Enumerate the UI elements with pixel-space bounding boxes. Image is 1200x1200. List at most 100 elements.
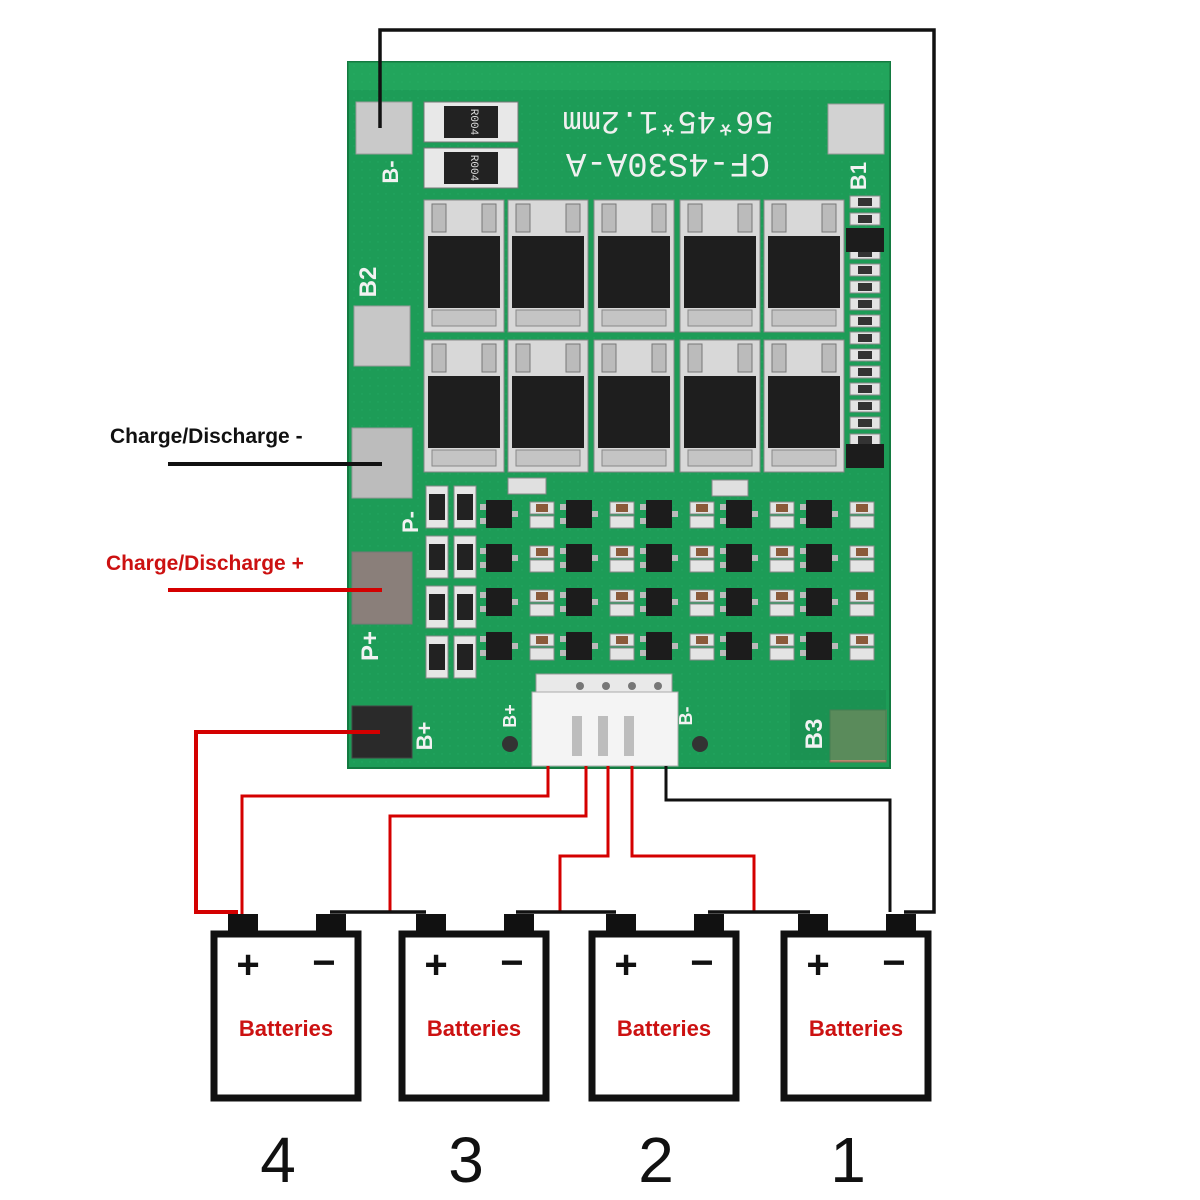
side-resistor bbox=[849, 433, 881, 447]
wire-b-minus bbox=[378, 28, 936, 914]
side-resistor bbox=[849, 399, 881, 413]
label-b1: B1 bbox=[846, 162, 871, 190]
resistor-151 bbox=[453, 635, 477, 679]
mosfet-4 bbox=[679, 199, 761, 333]
shunt-resistor-2: R004 bbox=[423, 147, 519, 189]
label-b2: B2 bbox=[355, 267, 382, 298]
pad-b1 bbox=[827, 103, 885, 155]
control-cell bbox=[640, 632, 715, 661]
battery-minus-sign: − bbox=[500, 941, 523, 985]
label-b3: B3 bbox=[801, 719, 828, 750]
battery-body bbox=[588, 930, 740, 1102]
mosfet-8 bbox=[593, 339, 675, 473]
battery-body bbox=[398, 930, 550, 1102]
battery-label: Batteries bbox=[809, 1016, 903, 1041]
resistor-151 bbox=[425, 635, 449, 679]
balance-connector bbox=[531, 673, 679, 767]
mosfet-10 bbox=[763, 339, 845, 473]
balance-wire-4 bbox=[630, 766, 756, 912]
resistor-151 bbox=[425, 535, 449, 579]
side-components bbox=[846, 195, 884, 468]
battery-label: Batteries bbox=[239, 1016, 333, 1041]
side-resistor bbox=[849, 195, 881, 209]
resistor-151 bbox=[425, 485, 449, 529]
svg-text:R004: R004 bbox=[467, 109, 479, 136]
side-resistor bbox=[849, 212, 881, 226]
svg-text:R004: R004 bbox=[467, 155, 479, 182]
wires bbox=[168, 28, 936, 914]
wire-b-plus bbox=[194, 730, 380, 914]
side-resistor bbox=[849, 348, 881, 362]
mosfet-6 bbox=[423, 339, 505, 473]
side-resistor bbox=[849, 314, 881, 328]
resistor-151 bbox=[453, 585, 477, 629]
battery-body bbox=[780, 930, 932, 1102]
battery-body bbox=[210, 930, 362, 1102]
control-cell bbox=[720, 500, 795, 529]
resistor-151 bbox=[453, 535, 477, 579]
pad-b2 bbox=[353, 305, 411, 367]
mosfet-5 bbox=[763, 199, 845, 333]
top-small-ic-2 bbox=[711, 479, 749, 497]
label-charge-discharge-minus: Charge/Discharge - bbox=[110, 425, 303, 448]
balance-wire-2 bbox=[388, 766, 588, 912]
label-b-minus: B- bbox=[378, 160, 403, 183]
control-cell bbox=[560, 500, 635, 529]
label-p-minus: P- bbox=[398, 511, 423, 533]
control-cell bbox=[640, 500, 715, 529]
battery-minus-sign: − bbox=[690, 941, 713, 985]
battery-1: + − Batteries 1 bbox=[780, 914, 932, 1196]
battery-number: 3 bbox=[448, 1124, 484, 1196]
label-p-plus: P+ bbox=[357, 631, 384, 661]
board-size-text: 56*45*1.2mm bbox=[562, 102, 773, 139]
battery-label: Batteries bbox=[617, 1016, 711, 1041]
control-cell bbox=[640, 588, 715, 617]
mosfet-array bbox=[423, 199, 845, 473]
battery-minus-sign: − bbox=[312, 941, 335, 985]
battery-number: 2 bbox=[638, 1124, 674, 1196]
side-resistor bbox=[849, 263, 881, 277]
mosfet-7 bbox=[507, 339, 589, 473]
battery-plus-sign: + bbox=[614, 943, 637, 987]
side-resistor bbox=[849, 297, 881, 311]
mosfet-9 bbox=[679, 339, 761, 473]
shunt-resistor-1: R004 bbox=[423, 101, 519, 143]
mosfet-3 bbox=[593, 199, 675, 333]
mosfet-2 bbox=[507, 199, 589, 333]
battery-minus-sign: − bbox=[882, 941, 905, 985]
side-ic-1 bbox=[846, 228, 884, 252]
control-cell bbox=[800, 500, 875, 529]
control-cell bbox=[480, 632, 555, 661]
label-b-plus: B+ bbox=[412, 722, 437, 751]
mosfet-1 bbox=[423, 199, 505, 333]
board-model-text: CF-4S30A-A bbox=[565, 143, 770, 181]
resistor-151 bbox=[425, 585, 449, 629]
control-cell bbox=[640, 544, 715, 573]
control-cell bbox=[720, 588, 795, 617]
control-cell bbox=[800, 588, 875, 617]
balance-wire-1 bbox=[240, 766, 550, 914]
control-cell bbox=[800, 632, 875, 661]
side-resistor bbox=[849, 331, 881, 345]
side-resistor bbox=[849, 416, 881, 430]
battery-number: 1 bbox=[830, 1124, 866, 1196]
control-cell bbox=[480, 588, 555, 617]
pad-b-minus bbox=[355, 101, 413, 155]
side-resistor bbox=[849, 280, 881, 294]
battery-2: + − Batteries 2 bbox=[588, 914, 740, 1196]
balance-wire-5 bbox=[664, 766, 892, 912]
label-charge-discharge-plus: Charge/Discharge + bbox=[106, 552, 304, 575]
control-cell bbox=[560, 544, 635, 573]
control-cell bbox=[800, 544, 875, 573]
connector-label-b-plus: B+ bbox=[500, 704, 520, 728]
battery-plus-sign: + bbox=[236, 943, 259, 987]
top-small-ic bbox=[507, 477, 547, 495]
control-cell bbox=[560, 632, 635, 661]
battery-pack: +−Batteries4+−Batteries3+−Batteries2+−Ba… bbox=[210, 914, 932, 1196]
battery-plus-sign: + bbox=[806, 943, 829, 987]
control-cell bbox=[560, 588, 635, 617]
battery-label: Batteries bbox=[427, 1016, 521, 1041]
